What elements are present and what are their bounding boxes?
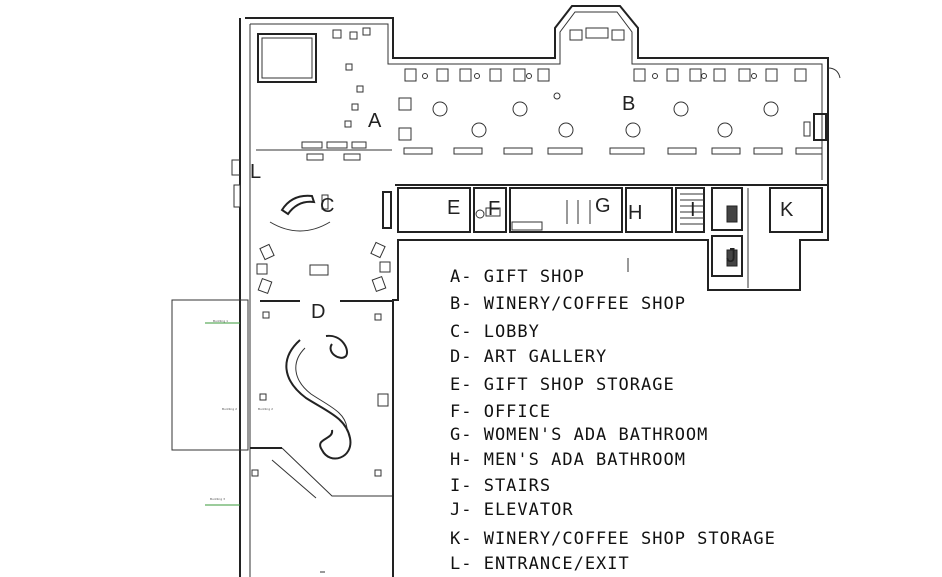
room-label-k: K [780, 199, 794, 221]
annex-outline [171, 299, 249, 506]
building-tag: Building 2 [222, 407, 237, 411]
room-label-a: A [368, 110, 382, 132]
service-rooms [395, 184, 828, 288]
legend-item: E- GIFT SHOP STORAGE [450, 375, 675, 395]
room-label-i: I [690, 199, 696, 221]
room-label-c: C [320, 195, 334, 217]
room-label-j: J [726, 245, 736, 267]
legend-item: J- ELEVATOR [450, 500, 574, 520]
legend-item: C- LOBBY [450, 322, 540, 342]
gallery-furniture [250, 311, 392, 573]
room-labels: A B C D E F G H I J K L [250, 93, 794, 323]
lobby-furniture [256, 191, 392, 302]
legend-item: H- MEN'S ADA BATHROOM [450, 450, 686, 470]
building-tags: Building 1 Building 2 Building 2 Buildin… [210, 319, 273, 501]
room-label-b: B [622, 93, 635, 115]
legend-item: I- STAIRS [450, 476, 551, 496]
room-label-d: D [311, 301, 325, 323]
room-label-l: L [250, 161, 261, 183]
legend-item: F- OFFICE [450, 402, 551, 422]
building-tag: Building 1 [213, 319, 228, 323]
gift-shop-furniture [256, 27, 412, 161]
legend: A- GIFT SHOP B- WINERY/COFFEE SHOP C- LO… [450, 258, 776, 574]
building-tag: Building 2 [258, 407, 273, 411]
legend-item: L- ENTRANCE/EXIT [450, 554, 630, 574]
room-label-h: H [628, 202, 642, 224]
room-label-g: G [595, 195, 611, 217]
legend-item: G- WOMEN'S ADA BATHROOM [450, 425, 708, 445]
room-label-f: F [488, 198, 500, 220]
winery-furniture [403, 27, 827, 155]
legend-item: B- WINERY/COFFEE SHOP [450, 294, 686, 314]
room-label-e: E [447, 197, 460, 219]
legend-item: D- ART GALLERY [450, 347, 607, 367]
legend-item: A- GIFT SHOP [450, 267, 585, 287]
building-tag: Building 3 [210, 497, 225, 501]
legend-item: K- WINERY/COFFEE SHOP STORAGE [450, 529, 776, 549]
outer-walls [231, 5, 841, 577]
